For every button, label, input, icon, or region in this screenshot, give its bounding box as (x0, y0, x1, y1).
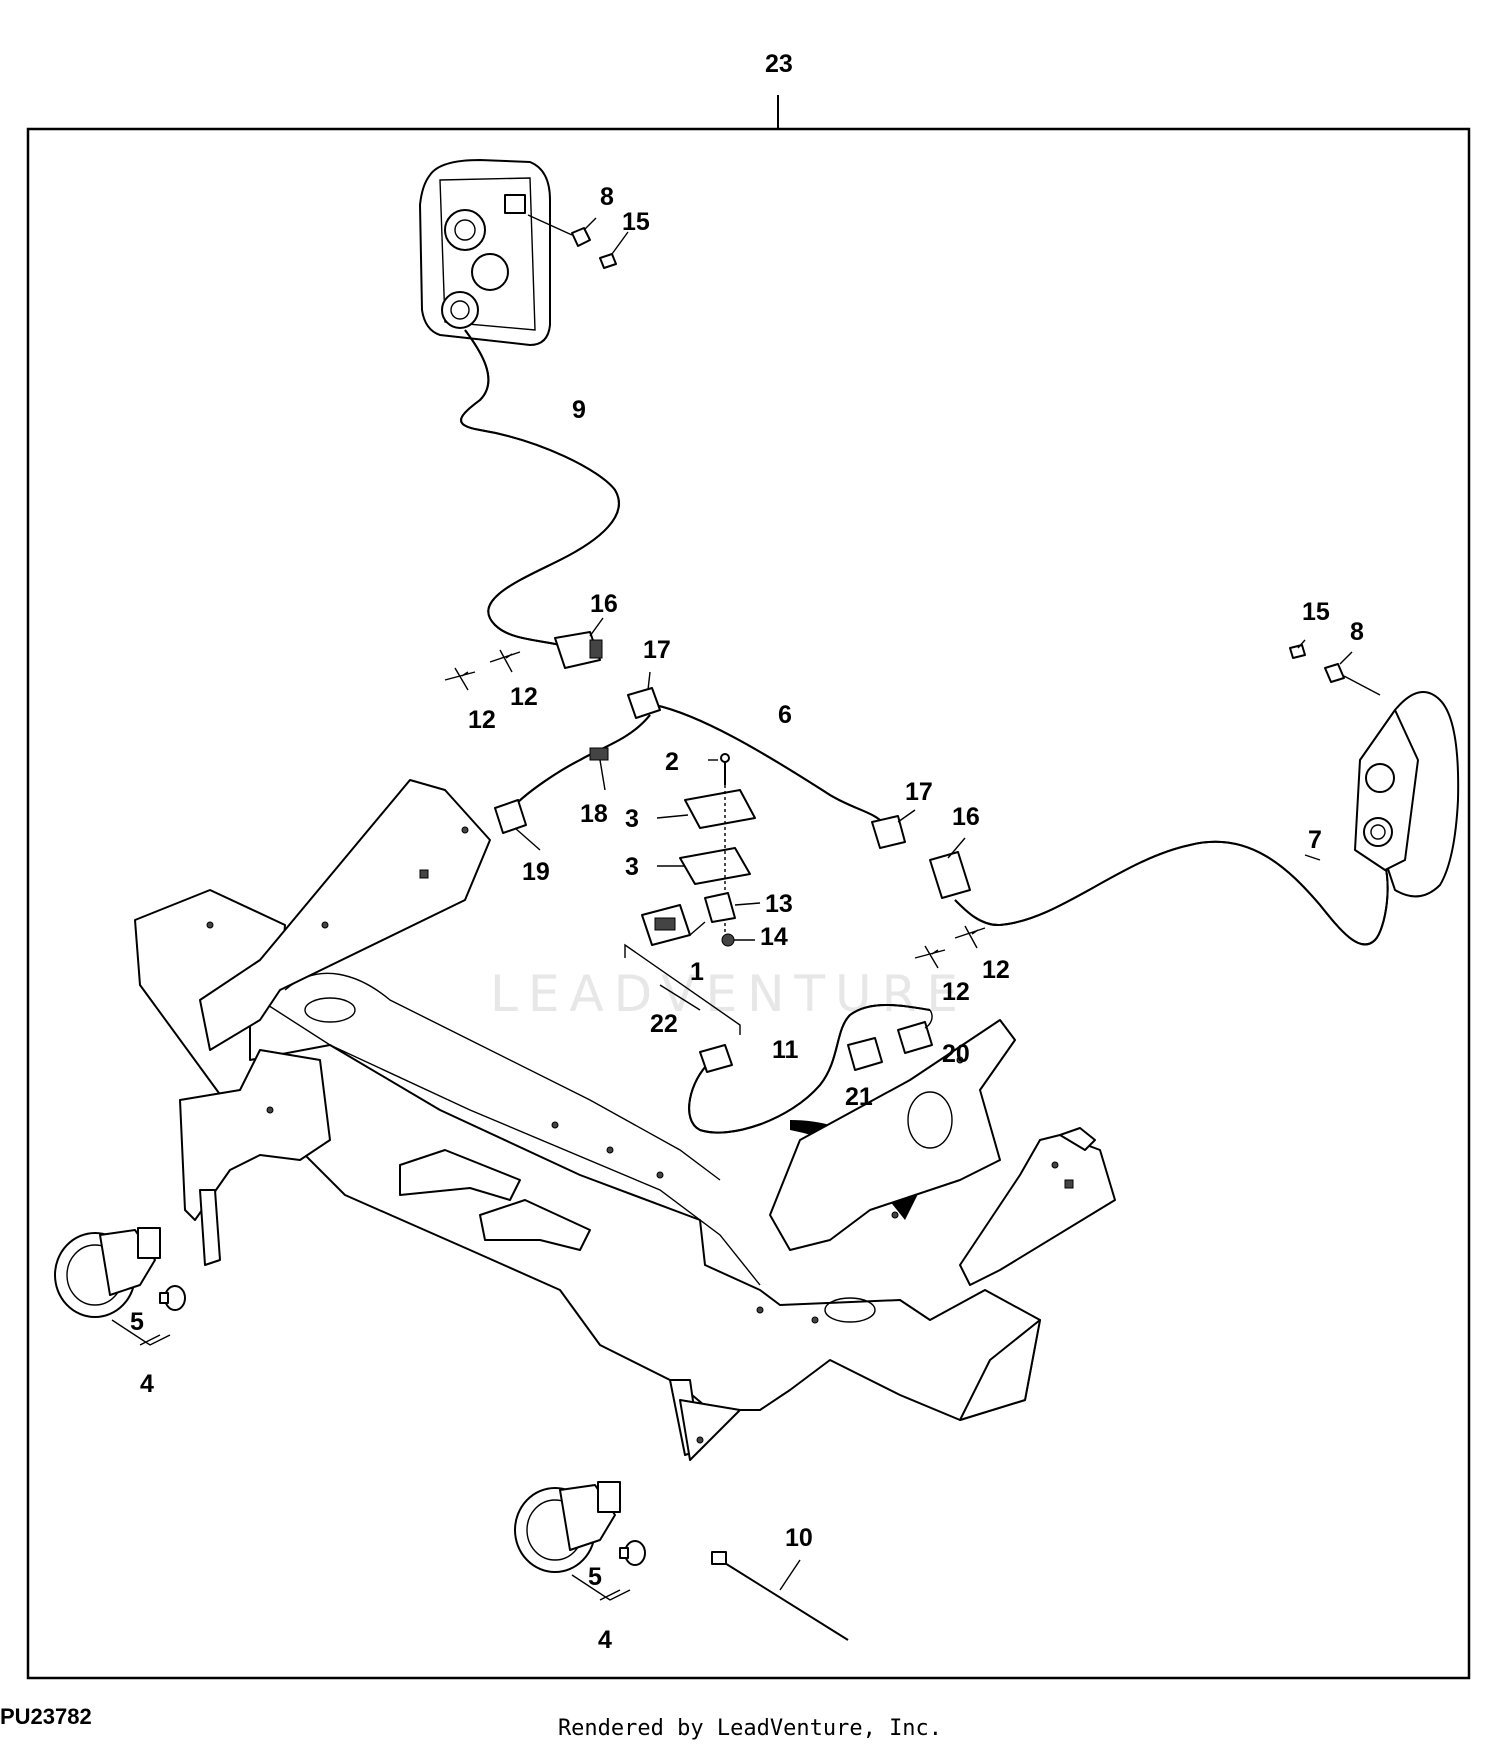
connector-22 (699, 1044, 733, 1073)
screw-15-upper (599, 253, 617, 269)
callout-21: 21 (845, 1083, 873, 1111)
callout-10: 10 (785, 1524, 813, 1552)
callout-12: 12 (468, 706, 496, 734)
callout-4: 4 (140, 1370, 154, 1398)
plate-3-lower (679, 847, 751, 885)
plate-3-upper (684, 789, 756, 829)
connector-16-upper (554, 631, 603, 669)
callout-18: 18 (580, 800, 608, 828)
main-frame (134, 779, 1116, 1461)
connector-20 (897, 1021, 933, 1054)
nut-14 (721, 933, 735, 947)
callout-20: 20 (942, 1040, 970, 1068)
connector-17-upper (627, 687, 661, 719)
callout-1: 1 (690, 958, 704, 986)
callout-11: 11 (772, 1036, 799, 1064)
figure-id: PU23782 (0, 1704, 92, 1729)
relay-1 (641, 904, 691, 946)
clip-12-c (914, 945, 946, 969)
connector-21 (847, 1037, 883, 1071)
callout-9: 9 (572, 396, 586, 424)
callout-19: 19 (522, 858, 550, 886)
clip-12-d (954, 925, 986, 949)
connector-17-lower (871, 815, 906, 849)
callout-22: 22 (650, 1010, 678, 1038)
callout-5: 5 (130, 1308, 144, 1336)
connector-19 (494, 799, 527, 834)
callout-17: 17 (643, 636, 671, 664)
clip-8-upper (527, 214, 591, 247)
tail-light-right (1354, 691, 1460, 898)
cable-tie-10 (711, 1551, 849, 1641)
diagram-border (26, 127, 1471, 1680)
callout-16: 16 (952, 803, 980, 831)
render-credit: Rendered by LeadVenture, Inc. (557, 1716, 943, 1741)
callout-12: 12 (510, 683, 538, 711)
callout-12: 12 (942, 978, 970, 1006)
callout-3: 3 (625, 805, 639, 833)
clip-12-b (489, 649, 521, 673)
callout-6: 6 (778, 701, 792, 729)
tail-light-left (419, 159, 551, 346)
clip-8-lower (1324, 663, 1345, 683)
callout-13: 13 (765, 890, 793, 918)
bracket-13 (704, 892, 736, 923)
callout-14: 14 (760, 923, 788, 951)
callout-8: 8 (600, 183, 614, 211)
callout-8: 8 (1350, 618, 1364, 646)
bulb-5-right (619, 1540, 646, 1566)
callout-16: 16 (590, 590, 618, 618)
screw-15-lower (1289, 644, 1306, 659)
callout-2: 2 (665, 748, 679, 776)
work-lamp-4-left (54, 1227, 161, 1318)
work-lamp-4-right (514, 1481, 621, 1573)
screw-2 (720, 753, 730, 785)
callout-4: 4 (598, 1626, 612, 1654)
callout-17: 17 (905, 778, 933, 806)
connector-16-lower (929, 851, 971, 899)
bulb-5-left (159, 1285, 186, 1311)
harness-7 (954, 840, 1389, 946)
clip-12-a (444, 667, 476, 691)
callout-23: 23 (765, 50, 793, 78)
callout-15: 15 (622, 208, 650, 236)
connector-18 (589, 747, 609, 761)
callout-7: 7 (1308, 826, 1322, 854)
callout-5: 5 (588, 1563, 602, 1591)
callout-3: 3 (625, 853, 639, 881)
callout-12: 12 (982, 956, 1010, 984)
callout-15: 15 (1302, 598, 1330, 626)
